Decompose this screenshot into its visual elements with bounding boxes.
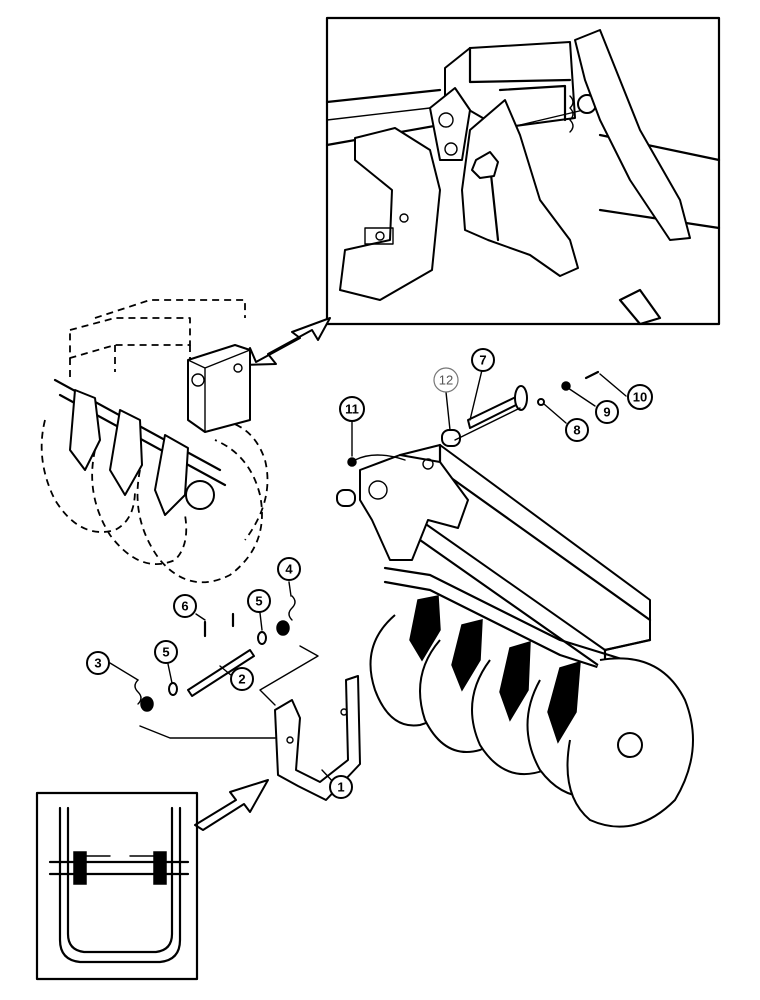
- callout-7: 7: [471, 348, 495, 372]
- callout-label: 8: [573, 423, 580, 438]
- callout-label: 7: [479, 353, 486, 368]
- callout-5-upper: 5: [247, 589, 271, 613]
- callout-8: 8: [565, 418, 589, 442]
- top-inset-frame: [325, 16, 721, 326]
- dashed-disc-gang: [40, 299, 269, 584]
- top-detail-inset: [325, 16, 721, 326]
- bottom-detail-inset: [35, 791, 199, 981]
- callout-label: 10: [633, 390, 647, 405]
- callout-label: 12: [439, 373, 453, 388]
- callout-label: 1: [337, 780, 344, 795]
- main-disc-assembly: [336, 370, 694, 828]
- callout-11: 11: [339, 396, 365, 422]
- callout-12: 12: [433, 367, 459, 393]
- callout-label: 5: [162, 645, 169, 660]
- callout-6: 6: [173, 594, 197, 618]
- callout-label: 6: [181, 599, 188, 614]
- callout-1: 1: [329, 775, 353, 799]
- bottom-detail-arrow: [194, 779, 269, 831]
- callout-9: 9: [595, 400, 619, 424]
- callout-label: 2: [238, 672, 245, 687]
- callout-10: 10: [627, 384, 653, 410]
- callout-2: 2: [230, 667, 254, 691]
- callout-5-lower: 5: [154, 640, 178, 664]
- callout-label: 9: [603, 405, 610, 420]
- callout-label: 5: [255, 594, 262, 609]
- bottom-inset-frame: [35, 791, 199, 981]
- callout-label: 11: [345, 402, 359, 417]
- exploded-parts: [134, 595, 361, 801]
- callout-label: 3: [94, 656, 101, 671]
- callout-3: 3: [86, 651, 110, 675]
- callout-4: 4: [277, 557, 301, 581]
- top-detail-arrow: [239, 317, 331, 366]
- callout-label: 4: [285, 562, 293, 577]
